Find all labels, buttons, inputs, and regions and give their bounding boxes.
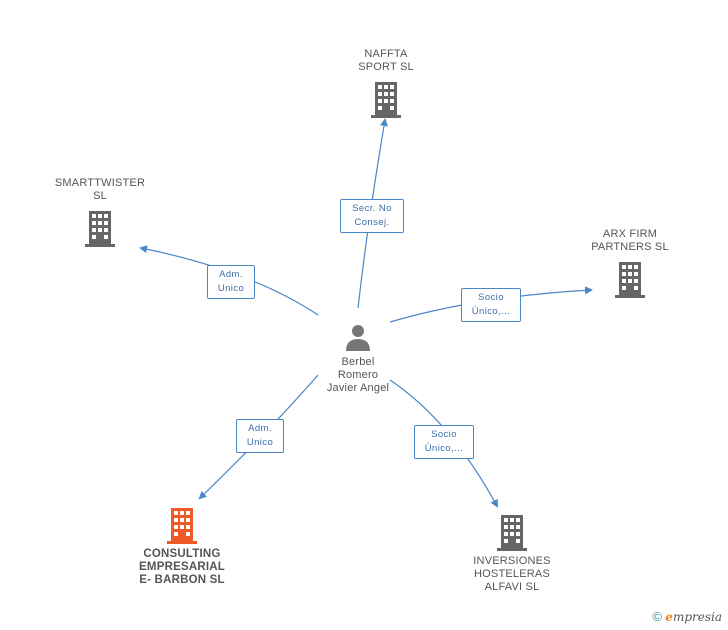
building-icon	[85, 211, 115, 247]
company-node-naffta[interactable]: NAFFTA SPORT SL	[340, 48, 432, 118]
company-name: INVERSIONES HOSTELERAS ALFAVI SL	[473, 555, 551, 593]
building-icon	[497, 515, 527, 551]
person-name: Berbel Romero Javier Angel	[326, 356, 390, 394]
company-node-inversiones[interactable]: INVERSIONES HOSTELERAS ALFAVI SL	[462, 515, 562, 594]
company-node-arx[interactable]: ARX FIRM PARTNERS SL	[580, 228, 680, 298]
company-node-consulting[interactable]: CONSULTING EMPRESARIAL E- BARBON SL	[122, 508, 242, 587]
company-name: NAFFTA SPORT SL	[358, 48, 414, 73]
company-name: CONSULTING EMPRESARIAL E- BARBON SL	[139, 548, 225, 586]
building-icon	[371, 82, 401, 118]
company-name: SMARTTWISTER SL	[54, 177, 146, 202]
edge-label-arx: Socio Único,...	[461, 288, 521, 322]
edge-label-smarttwister: Adm. Unico	[207, 265, 255, 299]
edge-label-consulting: Adm. Unico	[236, 419, 284, 453]
brand-footer[interactable]: © empresia	[652, 609, 722, 624]
company-name: ARX FIRM PARTNERS SL	[591, 228, 669, 253]
company-node-smarttwister[interactable]: SMARTTWISTER SL	[50, 177, 150, 247]
edge-label-inversiones: Socio Único,...	[414, 425, 474, 459]
building-icon	[167, 508, 197, 544]
edge-label-naffta: Secr. No Consej.	[340, 199, 404, 233]
copyright-icon: ©	[652, 609, 662, 624]
building-icon	[615, 262, 645, 298]
person-icon	[346, 325, 370, 351]
center-person-node[interactable]: Berbel Romero Javier Angel	[308, 322, 408, 395]
brand-logo: empresia	[665, 610, 722, 624]
